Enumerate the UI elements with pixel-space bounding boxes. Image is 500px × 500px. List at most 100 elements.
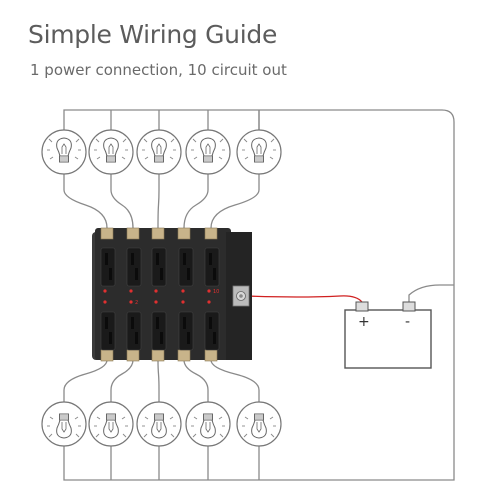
bulb-ray <box>218 156 223 160</box>
bulb-ray <box>192 138 197 143</box>
bulb-ray <box>48 138 53 143</box>
bulb-glass <box>56 419 72 439</box>
fuse-slot-contact <box>105 253 108 265</box>
fuse-slot-contact <box>109 268 112 280</box>
bottom-fuse-number: 2 <box>135 300 138 306</box>
battery-positive-terminal <box>355 301 369 312</box>
top-circuit-wire <box>183 170 209 229</box>
fuse-slot-contact <box>183 253 186 265</box>
bulb-ray <box>121 156 126 160</box>
bulb-outline <box>236 401 282 447</box>
bulb-base <box>154 155 164 163</box>
outer-frame-wire <box>63 109 455 481</box>
top-terminal <box>177 227 191 240</box>
bulb-ray <box>270 433 275 438</box>
fuse-slot-contact <box>209 317 212 329</box>
bulb-ray <box>95 433 100 438</box>
wires-group <box>63 109 455 481</box>
bulb-outline <box>41 129 87 175</box>
bulb-ray <box>243 138 248 143</box>
bulb-glass <box>151 137 167 157</box>
bulb-outline <box>88 129 134 175</box>
battery-positive-label: + <box>358 314 370 330</box>
bulb-ray <box>219 433 224 438</box>
bulb-ray <box>121 416 126 420</box>
fuse-slot-contact <box>156 317 159 329</box>
top-indicator-led <box>207 289 211 293</box>
top-terminal <box>126 227 140 240</box>
bulb-glass <box>56 137 72 157</box>
bottom-circuit-wire <box>183 359 209 406</box>
fuse-slot-contact <box>209 253 212 265</box>
top-terminal <box>204 227 218 240</box>
bulb-ray <box>144 156 149 160</box>
bulb-ray <box>143 138 148 143</box>
bulb-ray <box>48 433 53 438</box>
bulb-outline <box>136 401 182 447</box>
bulb-ray <box>143 433 148 438</box>
bulb-base <box>59 155 69 163</box>
bulb-base <box>203 413 213 421</box>
bulb-ray <box>49 416 54 420</box>
bulb-outline <box>136 129 182 175</box>
bulb-filament <box>156 143 162 154</box>
fuse-slot-contact <box>131 253 134 265</box>
bottom-circuit-wire <box>110 359 134 406</box>
bulb-base <box>254 413 264 421</box>
bulb-base <box>154 413 164 421</box>
fuse-slot-contact <box>160 268 163 280</box>
bulb-glass <box>251 419 267 439</box>
bulb-filament <box>108 422 114 433</box>
fuse-slot-contact <box>213 268 216 280</box>
bottom-bulbs-group <box>41 401 282 447</box>
top-fuse-number: 10 <box>213 289 219 295</box>
bottom-indicator-led <box>129 300 133 304</box>
bulb-ray <box>75 433 80 438</box>
fuse-slot-contact <box>160 332 163 344</box>
bulb-ray <box>218 416 223 420</box>
top-indicator-led <box>181 289 185 293</box>
top-bulb-icon <box>136 129 182 175</box>
bottom-return-wire <box>63 440 405 481</box>
bulb-ray <box>192 433 197 438</box>
bulb-outline <box>41 401 87 447</box>
bulb-filament <box>256 143 262 154</box>
bulb-ray <box>169 156 174 160</box>
top-indicator-led <box>154 289 158 293</box>
battery: + - <box>344 301 432 369</box>
bulb-filament <box>61 422 67 433</box>
bottom-terminal <box>100 349 114 362</box>
bulb-filament <box>108 143 114 154</box>
fuse-slot-contact <box>135 268 138 280</box>
bulb-base <box>106 155 116 163</box>
bulb-ray <box>122 433 127 438</box>
bottom-terminal <box>151 349 165 362</box>
negative-power-wire <box>408 284 454 302</box>
bulb-ray <box>75 138 80 143</box>
bulb-ray <box>269 416 274 420</box>
bulb-glass <box>200 137 216 157</box>
bulb-outline <box>88 401 134 447</box>
top-circuit-wire <box>110 170 134 229</box>
top-bulb-icon <box>88 129 134 175</box>
bulb-ray <box>95 138 100 143</box>
bottom-indicator-led <box>207 300 211 304</box>
bottom-circuit-wire <box>63 359 108 406</box>
bulb-ray <box>96 156 101 160</box>
bottom-bulb-icon <box>236 401 282 447</box>
fuse-slot-contact <box>131 317 134 329</box>
bottom-circuit-wire <box>210 359 260 406</box>
bulb-glass <box>200 419 216 439</box>
bulb-base <box>106 413 116 421</box>
top-indicator-led <box>129 289 133 293</box>
bulb-base <box>59 413 69 421</box>
top-bulb-icon <box>41 129 87 175</box>
bulb-ray <box>170 433 175 438</box>
top-circuit-wire <box>63 170 108 229</box>
bulb-filament <box>61 143 67 154</box>
bulb-ray <box>219 138 224 143</box>
bulb-filament <box>205 143 211 154</box>
bulb-glass <box>151 419 167 439</box>
bulb-ray <box>74 156 79 160</box>
